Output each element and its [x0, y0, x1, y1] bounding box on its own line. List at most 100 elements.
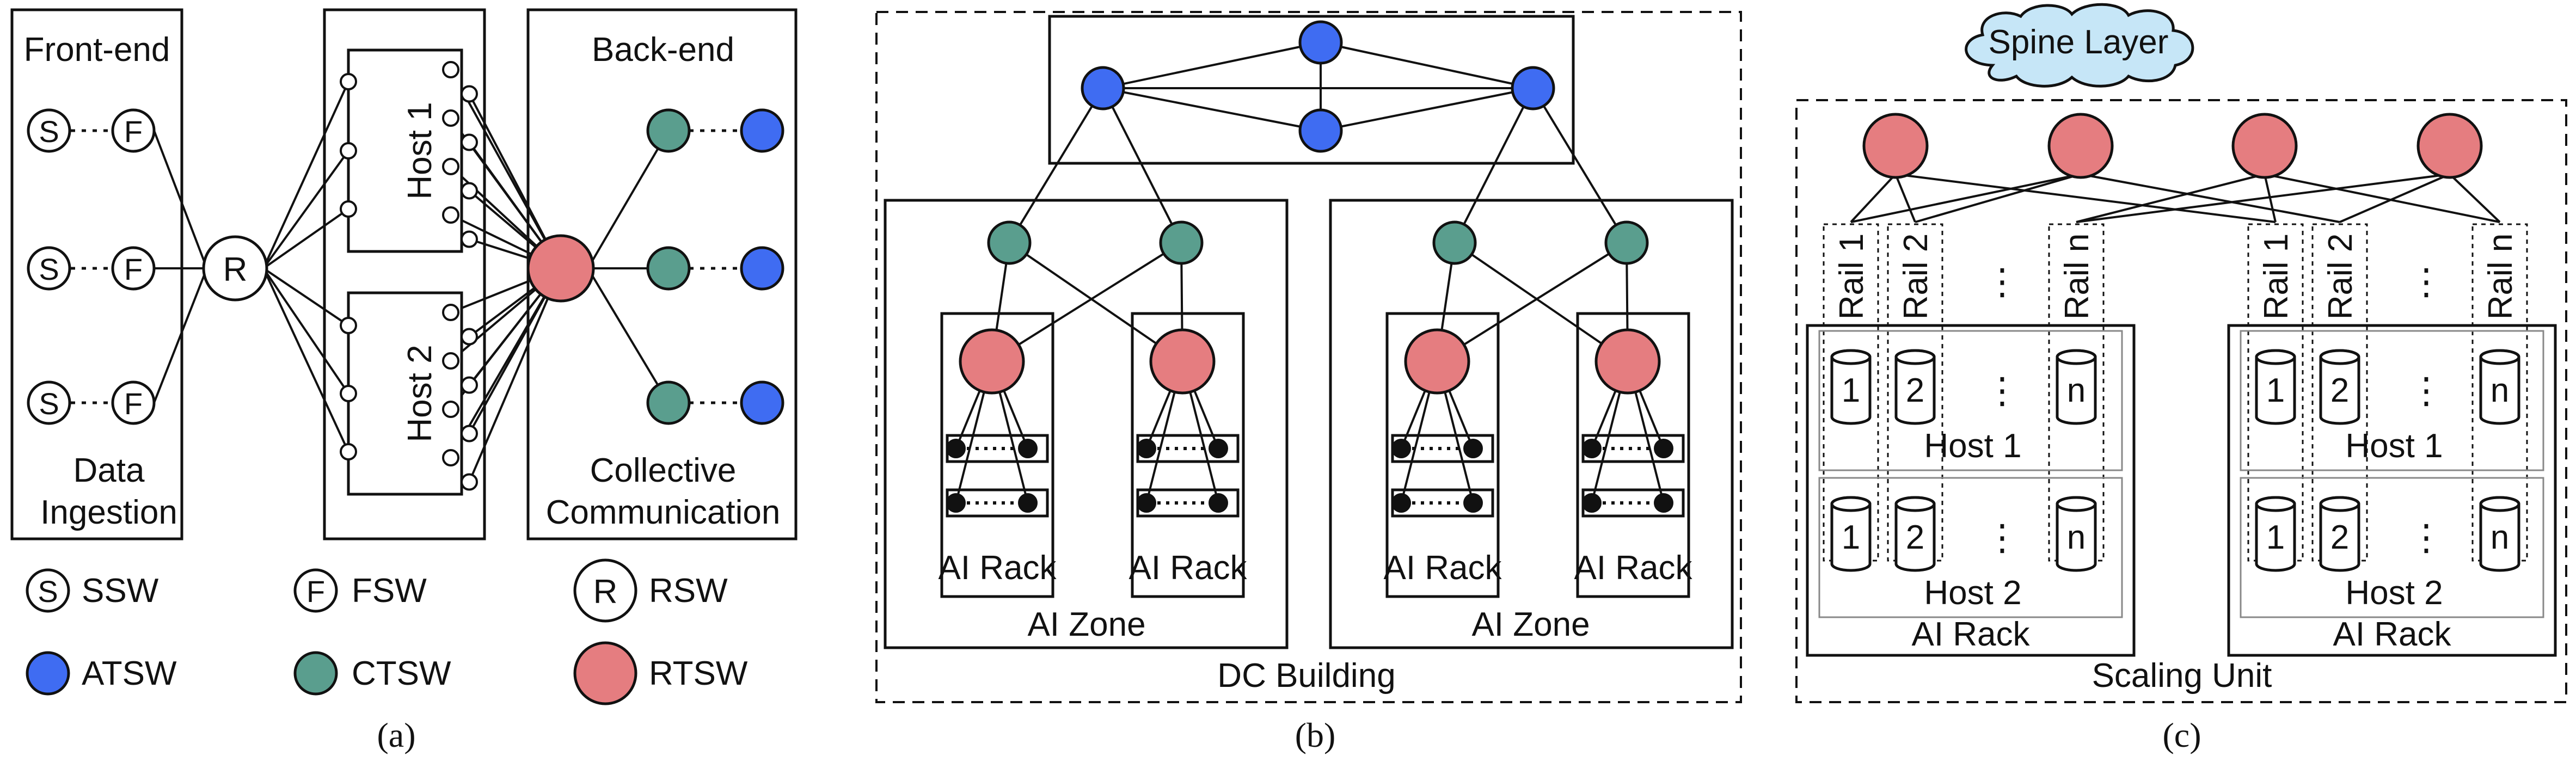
gpu-label: 1: [1842, 372, 1860, 409]
fsw-node-label: F: [124, 114, 143, 149]
frontend-label: Front-end: [24, 31, 170, 69]
rtsw-node: [2047, 113, 2114, 179]
gpu-label: 1: [2266, 372, 2285, 409]
gpu-dot: [1137, 439, 1156, 458]
host-nic-port: [340, 443, 357, 460]
panel-c-nodes: [1862, 113, 2483, 179]
atsw-mesh-link: [1102, 41, 1321, 89]
ssw-node: [27, 108, 71, 153]
gpu-cylinder: 2: [2319, 349, 2360, 425]
legend-ssw-label: SSW: [82, 572, 159, 610]
legend-ctsw: CTSW: [293, 651, 451, 696]
ctsw-node: [1159, 220, 1204, 265]
ai-rack-label: AI Rack: [2333, 616, 2451, 653]
spine-rail-link: [2339, 173, 2450, 223]
host1-label: Host 1: [2345, 427, 2443, 465]
gpu-label: 2: [2330, 519, 2349, 556]
scaling-unit-label: Scaling Unit: [2092, 657, 2272, 695]
rail-ellipsis: ⋮: [2408, 261, 2444, 303]
gpu-cylinder: n: [2056, 496, 2097, 572]
spine-rail-link: [1895, 173, 2276, 223]
host2-label: Host 2: [401, 345, 439, 442]
host-nic-port: [442, 352, 459, 370]
rail-label: Rail 2: [2322, 233, 2359, 320]
gpu-dot: [1463, 439, 1483, 458]
ssw-node-label: S: [39, 386, 59, 421]
rtsw-node: [1862, 113, 1929, 179]
spine-rail-link: [2264, 173, 2500, 223]
legend-ctsw-label: CTSW: [352, 655, 451, 692]
atsw-node: [1081, 66, 1125, 110]
spine-rail-link: [2264, 174, 2277, 223]
rsw-host-link: [262, 267, 349, 395]
ctsw-atsw-link: [1102, 88, 1182, 243]
host-box: [1818, 330, 2123, 471]
rsw-host-link: [262, 208, 349, 269]
atsw-node: [1298, 20, 1343, 65]
ctsw-node: [646, 380, 691, 425]
rtsw-node: [2231, 113, 2298, 179]
dc-building-box: [875, 11, 1742, 703]
ai-rack-box: [1576, 312, 1690, 598]
gpu-ellipsis: ⋮: [2408, 517, 2444, 558]
gpu-dot: [1582, 493, 1602, 513]
legend-rtsw: RTSW: [573, 641, 748, 705]
gpu-label: n: [2491, 372, 2509, 409]
ai-rack-label: AI Rack: [1128, 549, 1247, 587]
gpu-cylinder: 1: [2255, 349, 2296, 425]
host-box: [1818, 477, 2123, 618]
host-nic-port: [461, 85, 478, 103]
ai-zone-box-2: [1329, 199, 1734, 649]
host-nic-port: [442, 158, 459, 175]
frontend-box: [10, 8, 183, 540]
gpu-cylinder: 2: [1894, 496, 1936, 572]
gpu-cylinder: 2: [1894, 349, 1936, 425]
spine-rail-link: [1915, 173, 2081, 223]
ctsw-node: [987, 220, 1032, 265]
atsw-node: [1298, 108, 1343, 153]
rtsw-node: [526, 234, 595, 303]
rail-label: Rail 2: [1897, 233, 1935, 320]
host-nic-port: [461, 182, 478, 200]
rtsw-ctsw-link: [587, 267, 670, 404]
svg-text:R: R: [593, 573, 618, 611]
host2-label: Host 2: [1924, 574, 2021, 612]
rsw-host-link: [262, 267, 349, 327]
gpu-dot: [1391, 493, 1411, 513]
fsw-node: [111, 108, 156, 153]
host-nic-port: [461, 425, 478, 443]
hosts-box: [323, 8, 486, 540]
data-ingestion-label-2: Ingestion: [40, 494, 177, 531]
rail-label: Rail n: [2058, 233, 2096, 320]
host-nic-port: [340, 200, 357, 218]
ctsw-node: [1604, 220, 1649, 265]
data-ingestion-label-1: Data: [73, 452, 145, 489]
host-nic-port: [340, 385, 357, 402]
host-nic-port: [442, 109, 459, 127]
host-nic-port: [340, 73, 357, 90]
ai-rack-box: [1806, 324, 2136, 657]
atsw-node: [1511, 66, 1555, 110]
host-nic-port: [461, 376, 478, 394]
fsw-rsw-link: [153, 130, 208, 269]
host-nic-port: [461, 230, 478, 248]
ai-rack-label: AI Rack: [1911, 616, 2030, 653]
spine-rail-link: [1894, 174, 1916, 223]
gpu-ellipsis: ⋮: [1984, 517, 2020, 558]
gpu-dot: [1137, 493, 1156, 513]
host-nic-port: [442, 304, 459, 321]
rsw-host-link: [262, 81, 349, 269]
legend-atsw: ATSW: [26, 651, 177, 696]
atsw-mesh-link: [1320, 87, 1534, 132]
fsw-node: [111, 380, 156, 425]
host1-label: Host 1: [401, 102, 439, 199]
ctsw-rtsw-link: [1453, 242, 1629, 362]
gpu-cylinder: 1: [2255, 496, 2296, 572]
panel-b-nodes: [946, 20, 1673, 513]
gpu-dot: [1391, 439, 1411, 458]
ai-rack-label: AI Rack: [1574, 549, 1692, 587]
rsw-node: [202, 235, 268, 302]
ctsw-node: [1432, 220, 1477, 265]
